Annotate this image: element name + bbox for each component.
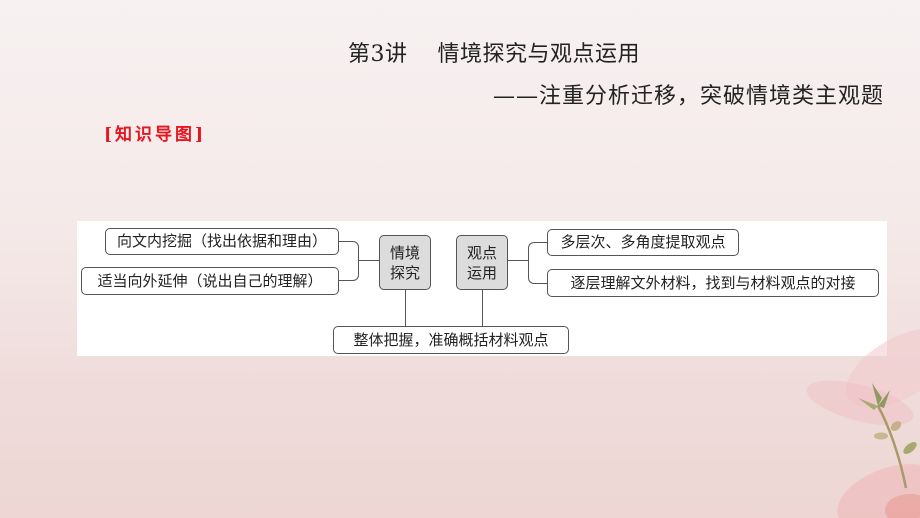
right-item-understand-material: 逐层理解文外材料，找到与材料观点的对接 [547,269,879,297]
left-item-dig-text: 向文内挖掘（找出依据和理由） [105,228,339,255]
bottom-item-summarize: 整体把握，准确概括材料观点 [333,326,569,354]
vertical-connector-right [482,290,484,326]
left-item-label: 适当向外延伸（说出自己的理解） [97,271,323,290]
core-node-situation-inquiry: 情境 探究 [379,235,431,290]
page-title: 第3讲 情境探究与观点运用 [348,42,640,67]
mindmap-panel: 向文内挖掘（找出依据和理由） 适当向外延伸（说出自己的理解） 情境 探究 观点 … [77,221,887,356]
core-node-view-application: 观点 运用 [456,235,508,290]
left-connector-line [359,260,379,262]
flower-decoration-icon [806,328,920,518]
right-item-label: 逐层理解文外材料，找到与材料观点的对接 [570,273,856,292]
core-label-line2: 运用 [466,263,497,282]
core-label-line2: 探究 [389,263,420,282]
page-subtitle: ——注重分析迁移，突破情境类主观题 [493,84,885,109]
right-item-extract-views: 多层次、多角度提取观点 [547,229,739,256]
bottom-item-label: 整体把握，准确概括材料观点 [353,330,549,349]
section-tag-knowledge-map: [知识导图] [104,125,207,145]
left-item-label: 向文内挖掘（找出依据和理由） [116,232,327,250]
vertical-connector-left [405,290,407,326]
left-bracket-connector [339,241,359,281]
right-bracket-connector [528,242,547,284]
left-item-extend: 适当向外延伸（说出自己的理解） [81,267,339,295]
right-item-label: 多层次、多角度提取观点 [560,233,726,251]
core-label-line1: 情境 [389,243,420,262]
right-connector-line [508,260,528,262]
core-label-line1: 观点 [466,243,497,262]
